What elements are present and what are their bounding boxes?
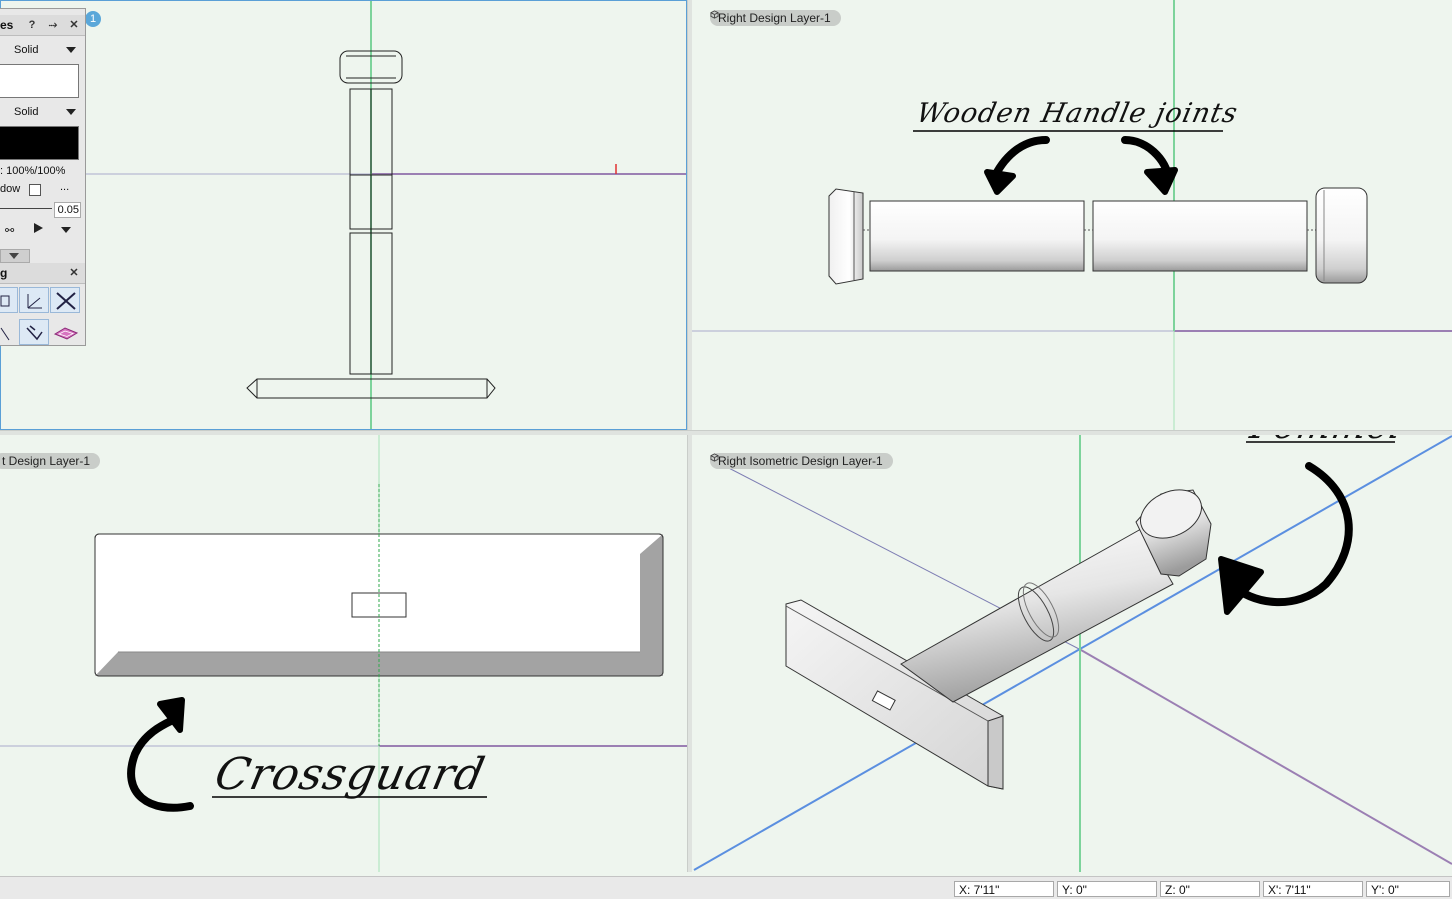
viewport-bottom-left[interactable]: t Design Layer-1 Crossguard xyxy=(0,434,687,872)
front-view-drawing xyxy=(1,1,686,429)
shadow-row[interactable]: dow ... xyxy=(0,181,84,201)
help-icon[interactable]: ? xyxy=(28,19,36,31)
cube-icon xyxy=(710,453,719,462)
attributes-palette[interactable]: es ? ⤑ ✕ Solid Solid : 100%/100% dow ...… xyxy=(0,8,86,346)
coord-x[interactable]: X: 7'11" xyxy=(954,881,1054,897)
fill-style-select[interactable]: Solid xyxy=(0,40,84,60)
link-icon[interactable]: ⚯ xyxy=(5,225,15,237)
line-weight-slider[interactable]: 0.05 xyxy=(0,202,84,222)
coord-z[interactable]: Z: 0" xyxy=(1160,881,1260,897)
viewport-label[interactable]: Right Design Layer-1 xyxy=(710,10,841,26)
opacity-row[interactable]: : 100%/100% xyxy=(0,163,84,183)
snap-to-grid-button[interactable] xyxy=(0,287,18,313)
right-view-drawing xyxy=(691,0,1452,430)
close-icon[interactable]: ✕ xyxy=(69,19,79,31)
snap-to-object-button[interactable] xyxy=(0,319,18,345)
line-weight-track[interactable] xyxy=(0,208,52,209)
close-icon[interactable]: ✕ xyxy=(69,267,79,279)
snap-to-plane-button[interactable] xyxy=(50,319,80,345)
palette-header[interactable]: es ? ⤑ ✕ xyxy=(0,15,85,36)
pin-icon[interactable]: ⤑ xyxy=(48,19,58,31)
viewport-bottom-right[interactable]: Right Isometric Design Layer-1 Pommel xyxy=(691,434,1452,872)
pen-style-value: Solid xyxy=(14,106,39,118)
snap-to-intersection-button[interactable] xyxy=(50,287,80,313)
viewport-number-badge[interactable]: 1 xyxy=(85,11,101,27)
chevron-down-icon[interactable] xyxy=(66,47,76,53)
viewport-label-text: t Design Layer-1 xyxy=(2,454,91,468)
chevron-down-icon[interactable] xyxy=(66,109,76,115)
crossguard-view-drawing xyxy=(0,434,687,872)
viewport-top-left[interactable]: 1 xyxy=(0,0,687,430)
cube-icon xyxy=(710,10,719,19)
snapping-palette-header[interactable]: g ✕ xyxy=(0,263,85,284)
viewport-splitter-horizontal[interactable] xyxy=(0,430,1452,435)
viewport-top-right[interactable]: Right Design Layer-1 Wooden Handle joint… xyxy=(691,0,1452,430)
pen-color-swatch[interactable] xyxy=(0,126,79,160)
arrowhead-row[interactable]: ⚯ xyxy=(0,221,84,241)
pen-style-select[interactable]: Solid xyxy=(0,102,84,122)
palette-title: es xyxy=(0,18,14,32)
coord-x-prime[interactable]: X': 7'11" xyxy=(1263,881,1363,897)
snapping-palette-title: g xyxy=(0,266,8,280)
expand-palette-button[interactable] xyxy=(0,249,30,263)
viewport-label[interactable]: t Design Layer-1 xyxy=(0,453,101,469)
coord-y[interactable]: Y: 0" xyxy=(1057,881,1157,897)
annotation-crossguard: Crossguard xyxy=(210,749,490,800)
snap-to-angle-button[interactable] xyxy=(19,287,49,313)
shadow-label: dow xyxy=(0,183,21,195)
annotation-pommel: Pommel xyxy=(1247,434,1407,447)
fill-style-value: Solid xyxy=(14,44,39,56)
viewport-label-text: Right Design Layer-1 xyxy=(718,11,831,25)
coord-y-prime[interactable]: Y': 0" xyxy=(1366,881,1450,897)
annotation-handle: Wooden Handle joints xyxy=(913,98,1241,129)
chevron-down-icon[interactable] xyxy=(61,227,71,233)
viewport-splitter-vertical[interactable] xyxy=(687,0,692,872)
isometric-view-drawing xyxy=(693,434,1452,872)
shadow-more-button[interactable]: ... xyxy=(60,181,70,193)
line-weight-input[interactable]: 0.05 xyxy=(54,202,81,218)
fill-color-swatch[interactable] xyxy=(0,64,79,98)
snap-to-edge-button[interactable] xyxy=(19,319,49,345)
opacity-value: : 100%/100% xyxy=(0,165,66,177)
viewport-label[interactable]: Right Isometric Design Layer-1 xyxy=(710,453,893,469)
viewport-label-text: Right Isometric Design Layer-1 xyxy=(718,454,883,468)
play-icon[interactable] xyxy=(34,223,43,233)
shadow-checkbox[interactable] xyxy=(29,184,41,196)
status-bar: X: 7'11" Y: 0" Z: 0" X': 7'11" Y': 0" xyxy=(0,876,1452,899)
